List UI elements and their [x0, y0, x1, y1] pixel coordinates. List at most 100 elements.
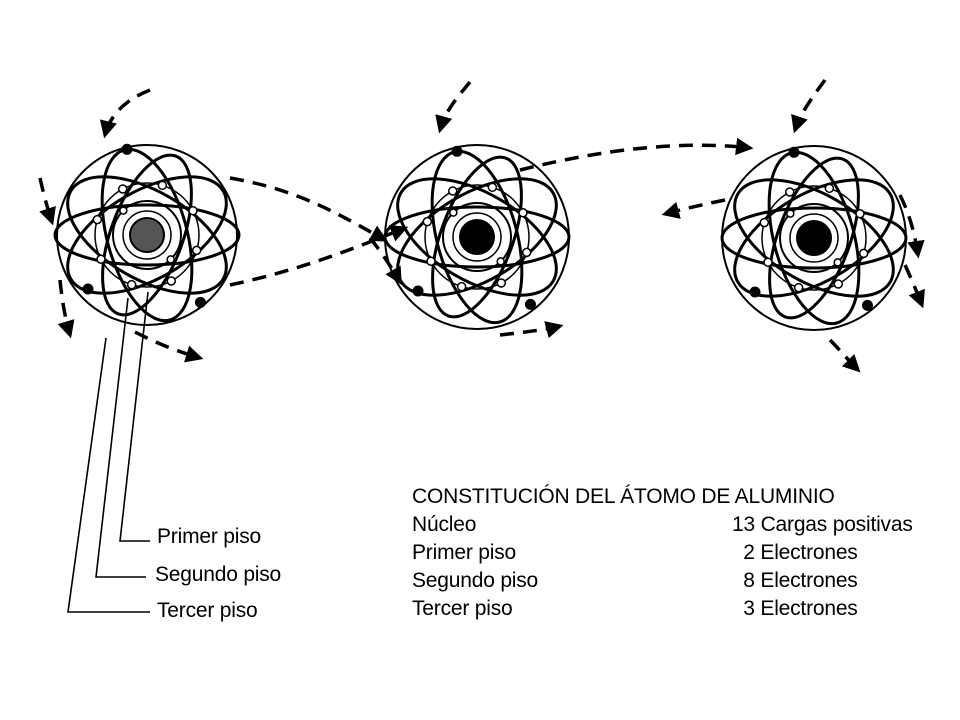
electron — [121, 143, 133, 155]
legend-part: Segundo piso — [412, 569, 539, 592]
electron — [833, 279, 844, 289]
electron-flow-arrow — [898, 194, 925, 259]
electron — [117, 184, 128, 194]
callout-primer-piso: Primer piso — [157, 525, 261, 548]
nucleus-ring — [789, 213, 839, 263]
legend-part: Primer piso — [412, 541, 516, 564]
electron — [451, 145, 463, 157]
electron-flow-paths — [38, 78, 925, 373]
electron-flow-arrow — [57, 279, 75, 339]
legend-part: Tercer piso — [412, 597, 513, 620]
electron — [188, 205, 198, 216]
electron-orbit — [66, 175, 228, 295]
electron-flow-arrow — [435, 80, 472, 134]
legend-row-segundo-piso: Segundo piso 8 Electrones — [412, 567, 932, 595]
electron — [157, 180, 168, 191]
electron — [82, 283, 94, 295]
electron — [749, 286, 761, 298]
leader-segundo-piso — [95, 297, 146, 578]
electron-flow-arrow — [791, 78, 827, 134]
diagram-title: CONSTITUCIÓN DEL ÁTOMO DE ALUMINIO — [412, 485, 835, 508]
electron — [759, 217, 770, 228]
electron-flow-arrow — [229, 225, 409, 287]
electron-flow-arrow — [99, 88, 151, 139]
electron-flow-arrow — [134, 330, 204, 363]
electron — [191, 245, 202, 256]
electron — [412, 285, 424, 297]
electron — [487, 182, 498, 193]
electron-flow-arrow — [903, 264, 925, 309]
legend-value: 8 Electrones — [732, 569, 858, 592]
electron — [456, 281, 467, 292]
legend-value: 3 Electrones — [732, 597, 858, 620]
electron — [524, 298, 536, 310]
callout-tercer-piso: Tercer piso — [157, 599, 258, 622]
electron — [166, 276, 177, 286]
atom-outer-sphere — [56, 144, 238, 326]
legend-row-tercer-piso: Tercer piso 3 Electrones — [412, 595, 932, 623]
electron — [793, 282, 804, 293]
electron — [126, 279, 137, 290]
electron — [861, 299, 873, 311]
nucleus — [796, 220, 832, 256]
electron-flow-arrow — [519, 137, 754, 172]
nucleus — [459, 219, 495, 255]
electron — [855, 208, 865, 219]
electron-orbit — [431, 155, 523, 319]
electron — [426, 256, 436, 267]
second-shell — [761, 185, 867, 291]
electron — [96, 254, 106, 265]
electron — [858, 248, 869, 259]
electron — [788, 146, 800, 158]
electron — [119, 206, 128, 215]
electron-orbit — [768, 156, 860, 320]
legend-table: CONSTITUCIÓN DEL ÁTOMO DE ALUMINIO Núcle… — [412, 483, 932, 623]
leader-tercer-piso — [67, 337, 150, 613]
electron — [784, 187, 795, 197]
electron-orbit — [53, 203, 241, 267]
electron-flow-arrow — [828, 338, 861, 373]
legend-value: 2 Electrones — [732, 541, 858, 564]
electron — [521, 247, 532, 258]
nucleus-ring — [122, 210, 172, 260]
legend-part: Núcleo — [412, 513, 477, 536]
electron-flow-arrow — [368, 236, 402, 286]
atom-1 — [53, 143, 241, 326]
atom-3 — [720, 145, 908, 331]
legend-row-primer-piso: Primer piso 2 Electrones — [412, 539, 932, 567]
first-shell — [779, 203, 849, 273]
electron — [518, 207, 528, 218]
first-shell — [442, 202, 512, 272]
electron-orbit — [733, 178, 895, 298]
electron — [763, 257, 773, 268]
electron — [496, 257, 505, 266]
nucleus-ring — [452, 212, 502, 262]
leader-primer-piso — [119, 291, 150, 542]
electron-flow-arrow — [38, 177, 56, 226]
electron — [786, 209, 795, 218]
second-shell — [94, 182, 200, 288]
electron-orbit — [720, 206, 908, 270]
electron-flow-arrow — [499, 321, 564, 339]
electron — [824, 183, 835, 194]
electron-orbit — [396, 177, 558, 297]
first-shell — [112, 200, 182, 270]
atom-2 — [383, 144, 571, 330]
nucleus — [129, 217, 165, 253]
legend-value: 13 Cargas positivas — [732, 513, 913, 536]
callout-leader-lines — [67, 291, 150, 613]
electron — [422, 216, 433, 227]
electron-flow-arrow — [229, 176, 389, 242]
electron — [447, 186, 458, 196]
legend-row-nucleo: Núcleo 13 Cargas positivas — [412, 511, 932, 539]
electron — [194, 296, 206, 308]
electron — [496, 278, 507, 288]
electron — [92, 214, 103, 225]
second-shell — [424, 184, 530, 290]
callout-segundo-piso: Segundo piso — [155, 563, 282, 586]
electron-orbit — [101, 153, 193, 317]
electron-flow-arrow — [661, 198, 726, 219]
electron — [166, 255, 175, 264]
electron — [449, 208, 458, 217]
